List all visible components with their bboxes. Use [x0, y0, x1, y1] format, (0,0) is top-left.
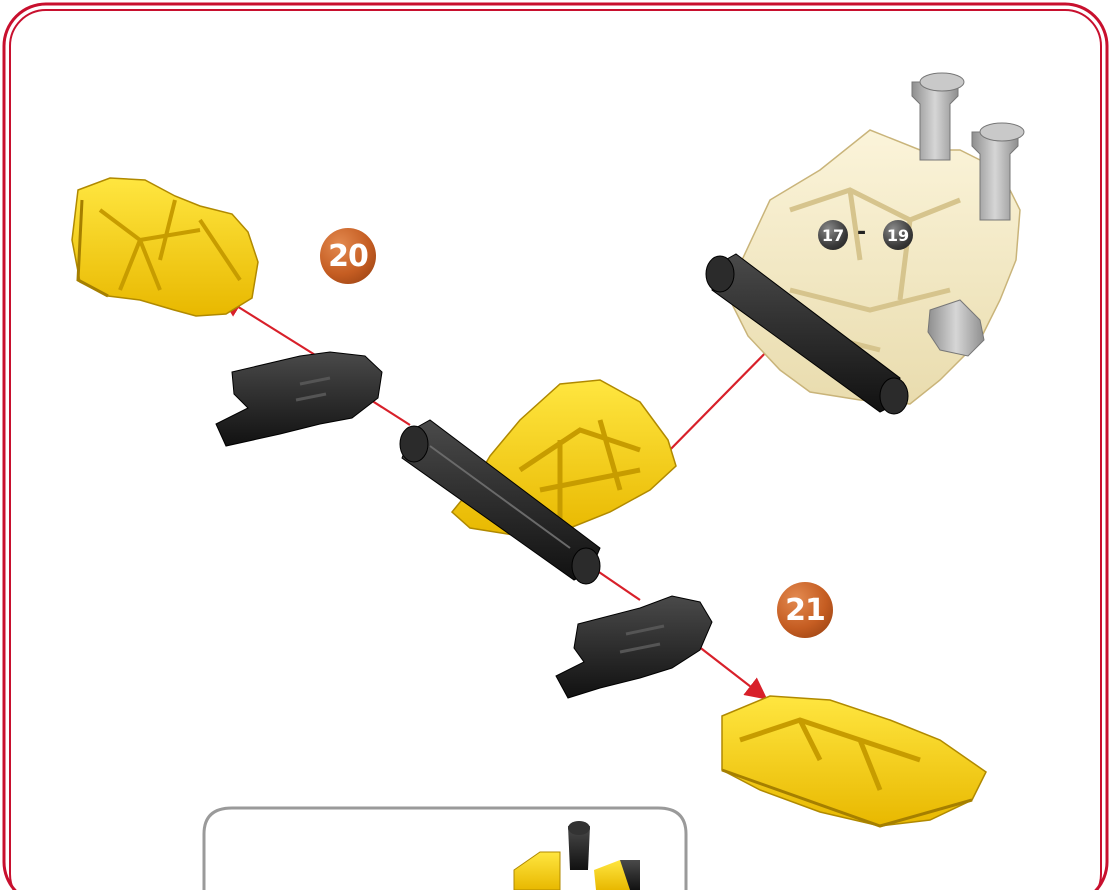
step-number-badge-21: 21: [777, 582, 833, 638]
black-clip-icon: [556, 596, 712, 698]
ref-step-badge-to: 19: [883, 220, 913, 250]
yellow-connector-icon: [72, 178, 258, 316]
gray-rod-icon: [912, 82, 958, 160]
ref-step-badge-from: 17: [818, 220, 848, 250]
inset-panel: [204, 808, 686, 890]
yellow-connector-icon: [722, 696, 986, 826]
step-number-badge-20: 20: [320, 228, 376, 284]
ref-step-separator: -: [857, 220, 866, 245]
arrow-to-assembly: [660, 338, 780, 460]
arrow-rod-to-clip: [596, 570, 640, 600]
black-clip-icon: [216, 352, 382, 446]
